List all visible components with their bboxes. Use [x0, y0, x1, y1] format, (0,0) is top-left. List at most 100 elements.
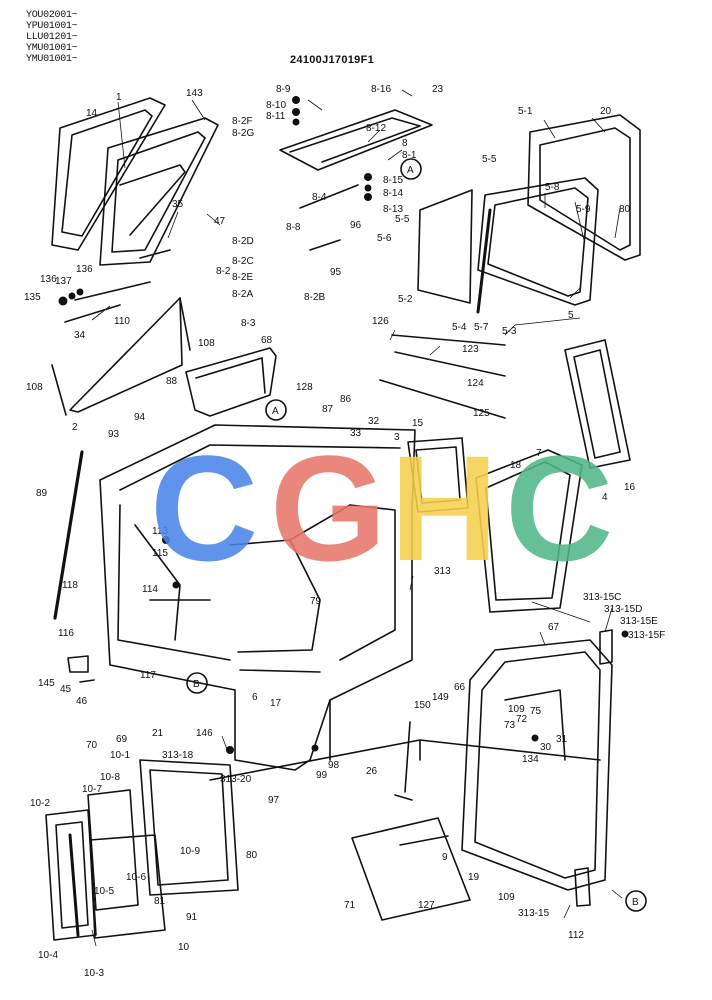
part-label-5-3: 5-3	[502, 326, 517, 337]
part-label-108a: 108	[198, 338, 215, 349]
part-label-134: 134	[522, 754, 539, 765]
door-window-glass-7	[475, 449, 583, 613]
rubber-strip-108b	[179, 297, 191, 351]
part-label-a1: A	[407, 165, 414, 176]
part-label-150: 150	[414, 700, 431, 711]
part-label-21: 21	[152, 728, 164, 739]
rear-window-frame	[564, 339, 631, 469]
part-label-126: 126	[372, 316, 389, 327]
part-label-5: 5	[568, 310, 574, 321]
part-label-313-15d: 313-15D	[604, 604, 642, 615]
part-label-10-1: 10-1	[110, 750, 130, 761]
part-label-8-11: 8-11	[266, 111, 286, 122]
part-label-10: 10	[178, 942, 190, 953]
serial-number: LLU01201~	[26, 32, 78, 43]
part-label-113: 113	[152, 526, 168, 537]
part-label-8-9: 8-9	[276, 84, 291, 95]
part-label-16: 16	[624, 482, 636, 493]
part-label-97: 97	[268, 795, 280, 806]
part-label-80b: 80	[246, 850, 258, 861]
part-label-125: 125	[473, 408, 490, 419]
part-label-8-2g: 8-2G	[232, 128, 254, 139]
part-label-10-9: 10-9	[180, 846, 200, 857]
part-label-93: 93	[108, 429, 120, 440]
part-label-8-2b: 8-2B	[304, 292, 325, 303]
part-label-5-5a: 5-5	[482, 154, 497, 165]
part-label-110: 110	[114, 316, 130, 327]
part-label-114: 114	[142, 584, 158, 595]
part-label-8-12: 8-12	[366, 123, 386, 134]
part-label-91: 91	[186, 912, 198, 923]
part-label-124: 124	[467, 378, 484, 389]
part-label-33: 33	[350, 428, 362, 439]
part-label-73: 73	[504, 720, 516, 731]
part-label-5-7: 5-7	[474, 322, 489, 333]
part-label-46: 46	[76, 696, 88, 707]
part-label-10-7: 10-7	[82, 784, 102, 795]
serial-number-list: YOU02001~ YPU01001~ LLU01201~ YMU01001~ …	[26, 10, 78, 65]
rod-110	[74, 281, 151, 301]
part-label-8-13: 8-13	[383, 204, 403, 215]
part-label-8-8: 8-8	[286, 222, 301, 233]
part-label-135: 135	[24, 292, 41, 303]
door-frame-67	[461, 639, 613, 891]
part-label-127: 127	[418, 900, 435, 911]
part-label-19: 19	[468, 872, 480, 883]
part-label-20: 20	[600, 106, 612, 117]
part-label-87: 87	[322, 404, 334, 415]
part-label-109b: 109	[498, 892, 515, 903]
front-window-sash	[99, 117, 219, 266]
part-label-118: 118	[62, 580, 78, 591]
part-label-5-9: 5-9	[576, 204, 591, 215]
part-label-117: 117	[140, 670, 156, 681]
rod-123	[391, 334, 506, 346]
arm-95	[309, 239, 341, 251]
callout-circle-a1	[400, 158, 422, 180]
window-glass-2	[69, 297, 183, 413]
part-label-5-8: 5-8	[545, 182, 560, 193]
part-label-8-4: 8-4	[312, 192, 327, 203]
part-label-35: 35	[172, 199, 184, 210]
part-label-18: 18	[510, 460, 522, 471]
part-label-136b: 136	[76, 264, 93, 275]
rod-125	[379, 379, 506, 419]
vent-window-3	[407, 437, 469, 513]
part-label-146: 146	[196, 728, 213, 739]
rubber-strip-89	[53, 450, 84, 620]
part-label-71: 71	[344, 900, 356, 911]
part-label-26: 26	[366, 766, 378, 777]
part-label-10-4: 10-4	[38, 950, 58, 961]
part-label-32: 32	[368, 416, 380, 427]
door-panel-10-1	[139, 759, 239, 896]
side-window-frame-5-8	[477, 177, 599, 306]
roof-panel-8	[279, 109, 433, 171]
part-label-86: 86	[340, 394, 352, 405]
cab-body-frame	[99, 424, 416, 771]
part-label-80a: 80	[619, 204, 631, 215]
part-label-98: 98	[328, 760, 340, 771]
part-label-149: 149	[432, 692, 449, 703]
part-label-8-2d: 8-2D	[232, 236, 254, 247]
part-label-95: 95	[330, 267, 342, 278]
rubber-strip-108a	[51, 364, 67, 416]
part-label-10-3: 10-3	[84, 968, 104, 979]
part-label-313-18: 313-18	[162, 750, 194, 761]
door-panel-10-2	[45, 809, 97, 941]
callout-circle-a2	[265, 399, 287, 421]
part-label-128: 128	[296, 382, 313, 393]
part-label-99: 99	[316, 770, 328, 781]
part-label-8-2f: 8-2F	[232, 116, 253, 127]
part-label-47: 47	[214, 216, 226, 227]
part-label-68: 68	[261, 335, 273, 346]
bracket-145	[67, 655, 89, 673]
part-label-313-15e: 313-15E	[620, 616, 658, 627]
part-label-70: 70	[86, 740, 98, 751]
part-label-10-2: 10-2	[30, 798, 50, 809]
part-label-15: 15	[412, 418, 424, 429]
part-label-a2: A	[272, 406, 279, 417]
glass-10-5	[89, 834, 166, 939]
part-label-313-15: 313-15	[518, 908, 550, 919]
upper-front-window-frame	[51, 97, 166, 251]
